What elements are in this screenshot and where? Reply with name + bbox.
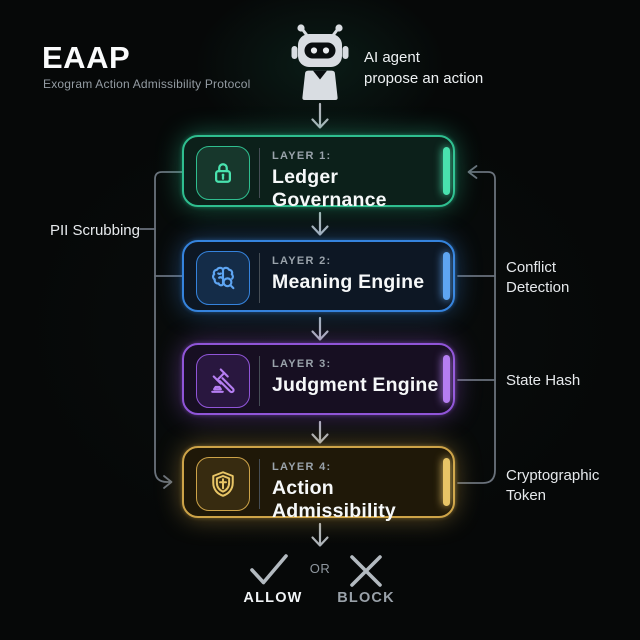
annotation-cryptographic-token: Cryptographic Token <box>506 467 600 504</box>
layer-kicker: LAYER 1: <box>272 150 332 162</box>
layer-card-4: LAYER 4: Action Admissibility <box>182 446 455 522</box>
x-icon <box>350 555 382 587</box>
allow-label: ALLOW <box>243 590 303 606</box>
brain-search-icon <box>196 251 250 305</box>
layer-title: Ledger Governance <box>272 166 387 211</box>
annotation-state-hash: State Hash <box>506 372 581 389</box>
divider <box>259 148 260 198</box>
right-bracket <box>457 165 496 484</box>
layer-tab <box>443 147 450 195</box>
layer-tab <box>443 252 450 300</box>
layer-title: Meaning Engine <box>272 271 425 293</box>
page-subtitle: Exogram Action Admissibility Protocol <box>43 77 251 91</box>
layer-card-1: LAYER 1: Ledger Governance <box>182 135 455 211</box>
divider <box>259 356 260 406</box>
layer-card-3: LAYER 3: Judgment Engine <box>182 343 455 415</box>
annotation-conflict-detection: Conflict Detection <box>506 259 570 296</box>
or-label: OR <box>309 561 331 576</box>
annotation-pii-scrubbing: PII Scrubbing <box>49 222 140 239</box>
block-label: BLOCK <box>337 590 395 606</box>
layer-kicker: LAYER 2: <box>272 255 332 267</box>
left-bracket <box>139 171 183 489</box>
shield-icon <box>196 457 250 511</box>
lock-icon <box>196 146 250 200</box>
agent-caption-line1: AI agent <box>364 49 420 66</box>
divider <box>259 459 260 509</box>
layer-kicker: LAYER 4: <box>272 461 332 473</box>
divider <box>259 253 260 303</box>
robot-icon <box>291 24 349 100</box>
agent-caption: AI agent propose an action <box>364 47 483 89</box>
agent-caption-line2: propose an action <box>364 70 484 87</box>
layer-tab <box>443 355 450 403</box>
gavel-icon <box>196 354 250 408</box>
layer-title: Action Admissibility <box>272 477 396 522</box>
layer-tab <box>443 458 450 506</box>
layer-title: Judgment Engine <box>272 374 439 396</box>
layer-kicker: LAYER 3: <box>272 358 332 370</box>
layer-card-2: LAYER 2: Meaning Engine <box>182 240 455 312</box>
page-title: EAAP <box>42 40 131 75</box>
check-icon <box>250 554 288 585</box>
